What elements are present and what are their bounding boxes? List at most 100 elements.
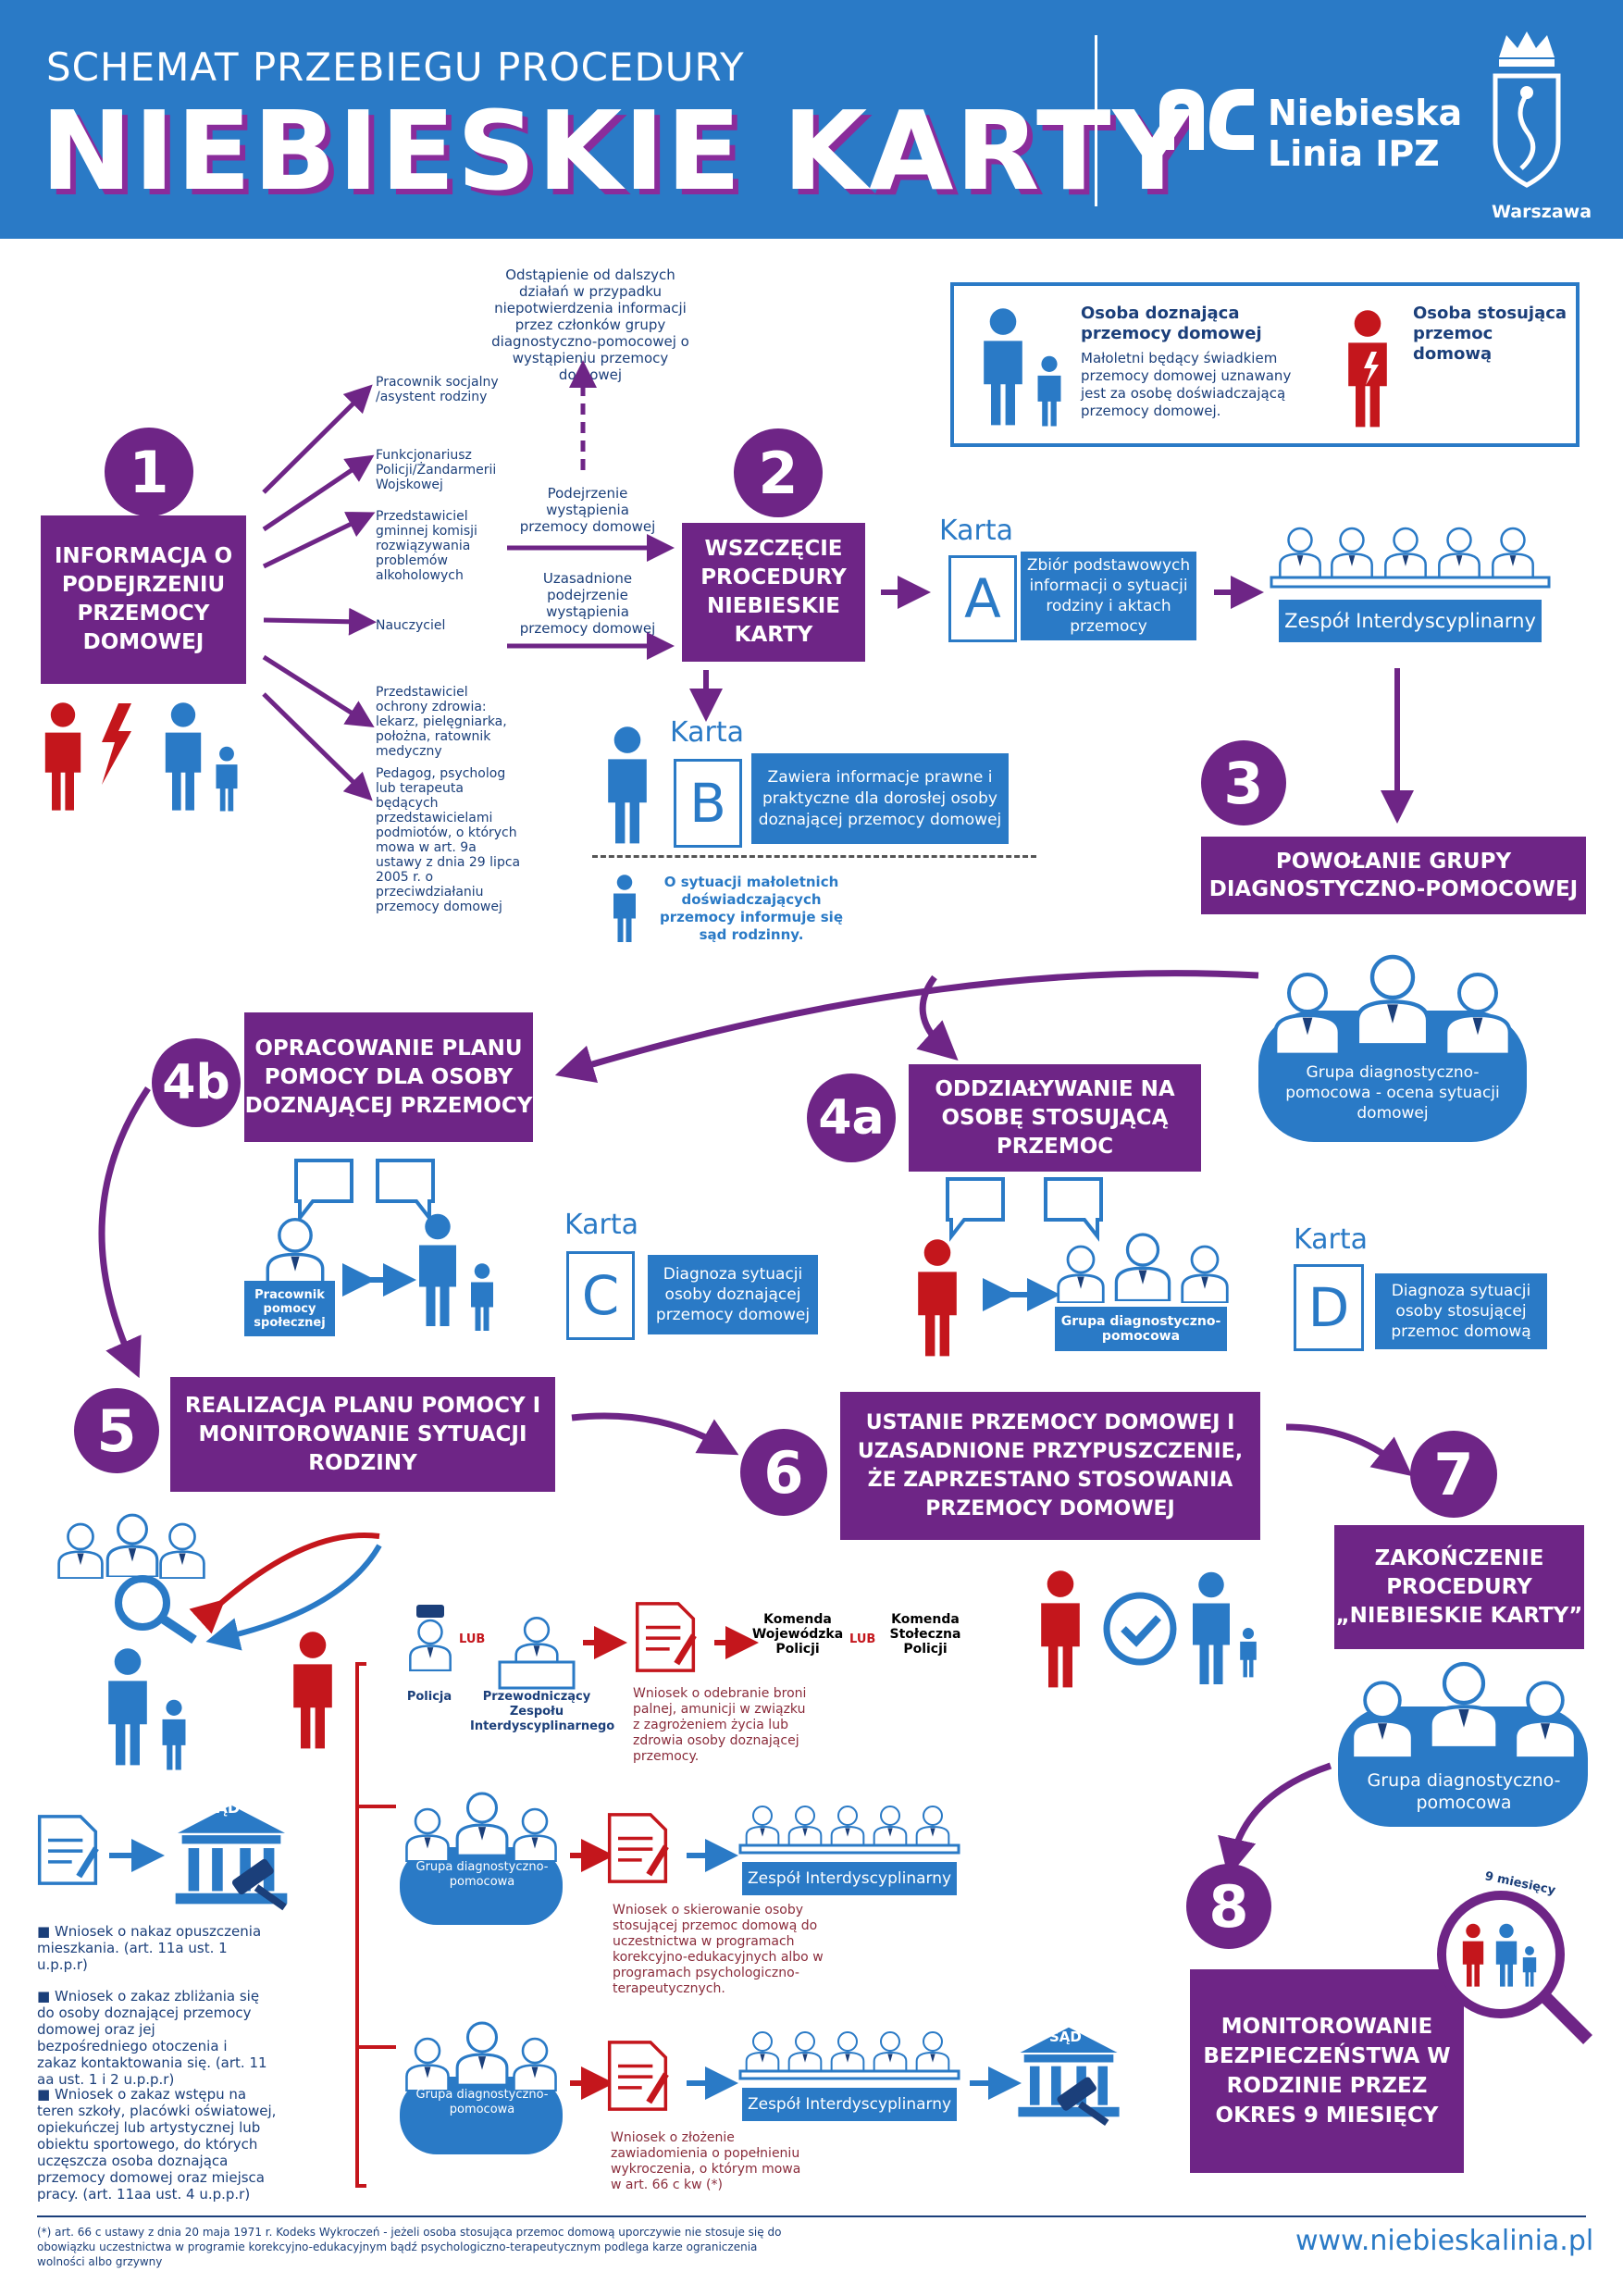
team-label: Zespół Interdyscyplinarny xyxy=(1279,600,1542,642)
arrow-4b-to-5 xyxy=(98,1086,151,1379)
arrow-doc-to-court xyxy=(109,1839,165,1872)
monitoring-arrows xyxy=(189,1533,382,1651)
step-4b-number: 4b xyxy=(152,1038,241,1127)
footer-note: (*) art. 66 c ustawy z dnia 20 maja 1971… xyxy=(37,2226,782,2268)
karta-c-label: Karta xyxy=(564,1209,639,1241)
court-icon xyxy=(175,1805,288,1911)
court-request-3: ■ Wniosek o zakaz wstępu na teren szkoły… xyxy=(37,2086,277,2203)
karta-c-card: C xyxy=(566,1251,635,1340)
police-icon xyxy=(409,1605,452,1671)
step-4a-box: ODDZIAŁYWANIE NA OSOBĘ STOSUJĄCĄ PRZEMOC xyxy=(909,1064,1201,1172)
header-divider xyxy=(1095,35,1097,206)
step-8-box: MONITOROWANIE BEZPIECZEŃSTWA W RODZINIE … xyxy=(1190,1969,1464,2173)
arrow-5-to-6 xyxy=(571,1412,739,1456)
step-4b-box: OPRACOWANIE PLANU POMOCY DLA OSOBY DOZNA… xyxy=(244,1012,533,1142)
speech-bubbles-4b-icon xyxy=(294,1159,435,1223)
step-7-group-label: Grupa diagnostyczno-pomocowa xyxy=(1367,1770,1561,1813)
police-label: Policja xyxy=(406,1690,452,1704)
legend-perpetrator-title: Osoba stosująca przemoc domową xyxy=(1413,304,1567,364)
row2-arrow-2 xyxy=(687,1839,738,1872)
court-label-right: SĄD xyxy=(1049,2029,1082,2045)
niebieska-linia-logo-icon xyxy=(1159,89,1254,150)
step-4b-double-arrow xyxy=(342,1263,416,1297)
city-label: Warszawa xyxy=(1492,202,1592,222)
row2-group-label: Grupa diagnostyczno-pomocowa xyxy=(415,1860,549,1889)
or-label-2: LUB xyxy=(849,1632,875,1646)
step-4a-double-arrow xyxy=(983,1278,1060,1311)
withdrawal-arrow xyxy=(569,360,597,470)
header-title: NIEBIESKIE KARTY xyxy=(41,87,1194,215)
step-3-group-icon xyxy=(1270,946,1515,1057)
source-psychologist: Pedagog, psycholog lub terapeuta będącyc… xyxy=(376,766,521,914)
step-5-perpetrator-icon xyxy=(293,1632,332,1749)
step-4a-group-label: Grupa diagnostyczno-pomocowa xyxy=(1055,1307,1227,1351)
legend-victim-title: Osoba doznająca przemocy domowej xyxy=(1081,304,1262,343)
row3-arrow-3 xyxy=(970,2066,1022,2100)
source-social-worker: Pracownik socjalny /asystent rodziny xyxy=(376,375,499,404)
social-worker-icon xyxy=(266,1217,325,1288)
step-8-number: 8 xyxy=(1186,1864,1271,1949)
step-6-number: 6 xyxy=(740,1429,827,1516)
karta-d-description: Diagnoza sytuacji osoby stosującej przem… xyxy=(1375,1273,1547,1349)
step-6-box: USTANIE PRZEMOCY DOMOWEJ I UZASADNIONE P… xyxy=(840,1392,1260,1540)
court-request-2: ■ Wniosek o zakaz zbliżania się do osoby… xyxy=(37,1988,267,2088)
karta-b-victim-icon xyxy=(608,726,647,844)
step-7-number: 7 xyxy=(1410,1431,1497,1518)
court-label-left: SĄD xyxy=(205,1799,241,1817)
header-subtitle: SCHEMAT PRZEBIEGU PROCEDURY xyxy=(46,44,745,90)
row2-team-label: Zespół Interdyscyplinarny xyxy=(742,1862,957,1895)
court-request-1: ■ Wniosek o nakaz opuszczenia mieszkania… xyxy=(37,1923,262,1973)
referral-doc-icon xyxy=(607,1813,670,1883)
firearms-doc-icon xyxy=(635,1602,698,1672)
hq-capital: Komenda Stołeczna Policji xyxy=(889,1612,961,1657)
source-teacher: Nauczyciel xyxy=(376,618,446,633)
step-1-source-arrows xyxy=(262,384,377,801)
or-text-1: LUB xyxy=(459,1632,486,1646)
step-3-number: 3 xyxy=(1201,740,1286,825)
minor-icon xyxy=(613,875,636,942)
row3-team-icon xyxy=(738,2030,960,2080)
notification-request: Wniosek o złożenie zawiadomienia o popeł… xyxy=(611,2130,801,2192)
arrow-doc-to-hq xyxy=(714,1626,759,1659)
footer-url[interactable]: www.niebieskalinia.pl xyxy=(1295,2225,1594,2257)
step-1-box: INFORMACJA O PODEJRZENIU PRZEMOCY DOMOWE… xyxy=(41,515,246,684)
red-bracket-tick-3 xyxy=(359,2045,396,2049)
step-4a-number: 4a xyxy=(807,1074,896,1162)
row3-arrow-2 xyxy=(687,2066,738,2100)
karta-a-description: Zbiór podstawowych informacji o sytuacji… xyxy=(1021,552,1196,640)
notification-doc-icon xyxy=(607,2041,670,2111)
step-5-box: REALIZACJA PLANU POMOCY I MONITOROWANIE … xyxy=(170,1377,555,1492)
suspicion-label: Podejrzenie wystąpienia przemocy domowej xyxy=(519,485,656,535)
footer-rule xyxy=(37,2215,1586,2217)
withdrawal-note: Odstąpienie od dalszych działań w przypa… xyxy=(491,267,689,383)
step-7-group-icon xyxy=(1350,1653,1578,1758)
row2-arrow-1 xyxy=(570,1839,614,1872)
chairman-icon xyxy=(498,1616,576,1690)
karta-d-card: D xyxy=(1294,1264,1364,1351)
brand-name: Niebieska Linia IPZ xyxy=(1268,93,1462,174)
source-police: Funkcjonariusz Policji/Żandarmerii Wojsk… xyxy=(376,448,497,492)
step-3-group-caption: Grupa diagnostyczno-pomocowa - ocena syt… xyxy=(1285,1063,1500,1123)
step-2-number: 2 xyxy=(734,428,823,517)
step-4a-group-icon xyxy=(1057,1233,1229,1303)
to-step-2-arrows xyxy=(507,534,675,660)
source-alcohol-commission: Przedstawiciel gminnej komisji rozwiązyw… xyxy=(376,509,477,583)
step-2-box: WSZCZĘCIE PROCEDURY NIEBIESKIE KARTY xyxy=(682,523,865,662)
court-request-2-text: Wniosek o zakaz zbliżania się do osoby d… xyxy=(37,1988,267,2088)
red-bracket-tick-2 xyxy=(359,1805,396,1808)
legend-box xyxy=(950,282,1580,447)
header-banner xyxy=(0,0,1623,239)
group-to-4-arrows xyxy=(554,970,1259,1084)
row3-group-label: Grupa diagnostyczno-pomocowa xyxy=(415,2088,549,2116)
perpetrator-icon xyxy=(1348,310,1387,428)
brand-line-2: Linia IPZ xyxy=(1268,133,1440,174)
victim-family-icon xyxy=(984,308,1061,427)
court-request-3-text: Wniosek o zakaz wstępu na teren szkoły, … xyxy=(37,2086,277,2203)
court-request-1-text: Wniosek o nakaz opuszczenia mieszkania. … xyxy=(37,1923,262,1973)
speech-bubbles-4a-icon xyxy=(946,1177,1103,1242)
justified-label: Uzasadnione podejrzenie wystąpienia prze… xyxy=(519,570,656,637)
arrow-7-to-8 xyxy=(1218,1762,1332,1878)
karta-b-divider xyxy=(592,855,1036,858)
legend-victim-note: Małoletni będący świadkiem przemocy domo… xyxy=(1081,350,1292,419)
step-1-family-icon xyxy=(44,702,238,812)
